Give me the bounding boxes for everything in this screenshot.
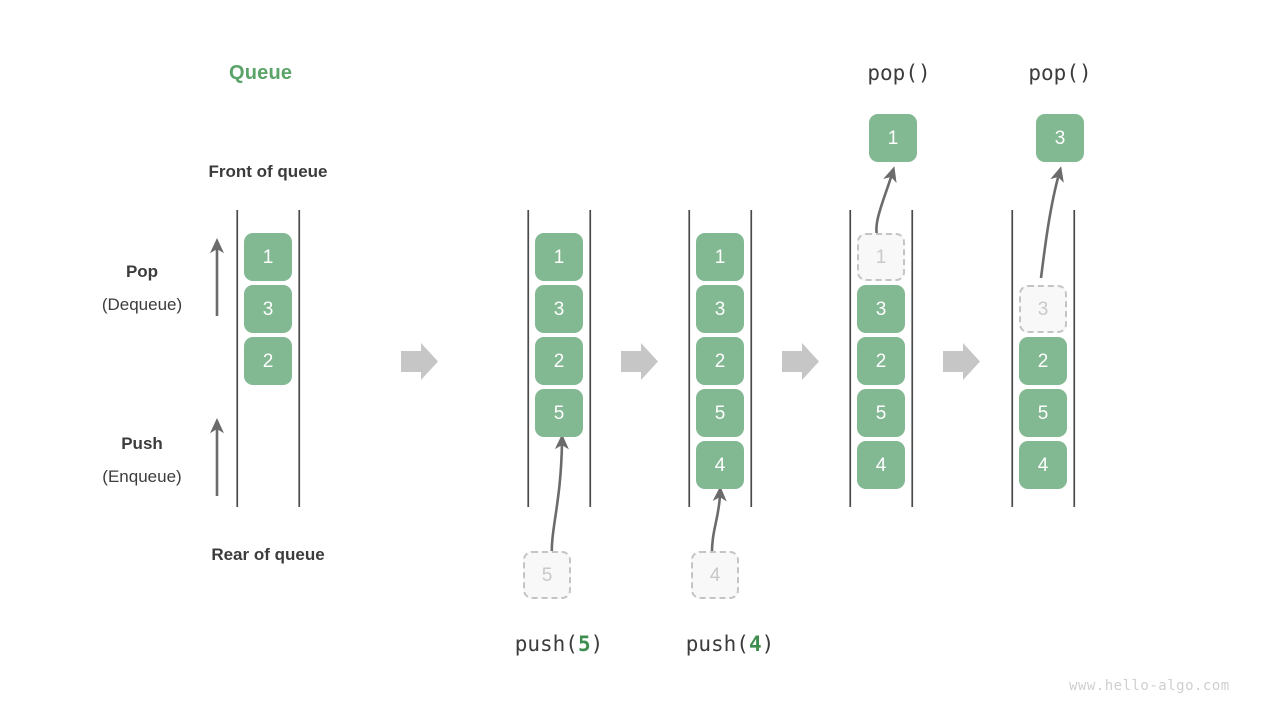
rear-of-queue-label: Rear of queue — [211, 545, 325, 564]
queue-cell: 3 — [696, 285, 744, 333]
removed-element-ghost: 1 — [857, 233, 905, 281]
queue-cell: 5 — [696, 389, 744, 437]
queue-cell: 5 — [535, 389, 583, 437]
step-arrow-1 — [401, 343, 438, 380]
step-arrow-2 — [621, 343, 658, 380]
removed-element-ghost: 3 — [1019, 285, 1067, 333]
push-5-caption-prefix: push( — [514, 632, 578, 656]
queue-cell: 4 — [696, 441, 744, 489]
queue-cell: 2 — [535, 337, 583, 385]
front-of-queue-label: Front of queue — [208, 162, 328, 181]
pop-3-arrow — [1039, 166, 1064, 279]
pop-1-arrow — [875, 166, 897, 239]
queue-cell: 5 — [857, 389, 905, 437]
queue-cell: 1 — [244, 233, 292, 281]
incoming-element-ghost: 5 — [523, 551, 571, 599]
push-4-caption-prefix: push( — [685, 632, 749, 656]
queue-cell: 3 — [857, 285, 905, 333]
dequeue-label: (Dequeue) — [101, 295, 183, 314]
queue-cell: 2 — [857, 337, 905, 385]
push-5-caption-value: 5 — [577, 632, 591, 656]
push-4-arrow — [710, 485, 727, 560]
step-arrow-4 — [943, 343, 980, 380]
push-5-caption: push(5) — [459, 632, 659, 656]
push-5-arrow — [550, 433, 569, 560]
queue-cell: 4 — [857, 441, 905, 489]
page-title: Queue — [229, 62, 293, 84]
watermark: www.hello-algo.com — [1069, 678, 1230, 694]
step-arrow-3 — [782, 343, 819, 380]
push-5-caption-suffix: ) — [590, 632, 604, 656]
pop-caption-second: pop() — [1028, 61, 1092, 85]
pop-label: Pop — [125, 262, 159, 281]
popped-element: 1 — [869, 114, 917, 162]
queue-cell: 2 — [696, 337, 744, 385]
queue-cell: 4 — [1019, 441, 1067, 489]
push-4-caption-suffix: ) — [761, 632, 775, 656]
incoming-element-ghost: 4 — [691, 551, 739, 599]
queue-cell: 3 — [535, 285, 583, 333]
push-4-caption: push(4) — [630, 632, 830, 656]
popped-element: 3 — [1036, 114, 1084, 162]
queue-cell: 2 — [1019, 337, 1067, 385]
enqueue-label: (Enqueue) — [102, 467, 182, 486]
push-label: Push — [121, 434, 163, 453]
queue-cell: 2 — [244, 337, 292, 385]
queue-cell: 3 — [244, 285, 292, 333]
pop-caption-first: pop() — [867, 61, 931, 85]
push-4-caption-value: 4 — [748, 632, 762, 656]
queue-cell: 1 — [696, 233, 744, 281]
queue-cell: 1 — [535, 233, 583, 281]
queue-cell: 5 — [1019, 389, 1067, 437]
